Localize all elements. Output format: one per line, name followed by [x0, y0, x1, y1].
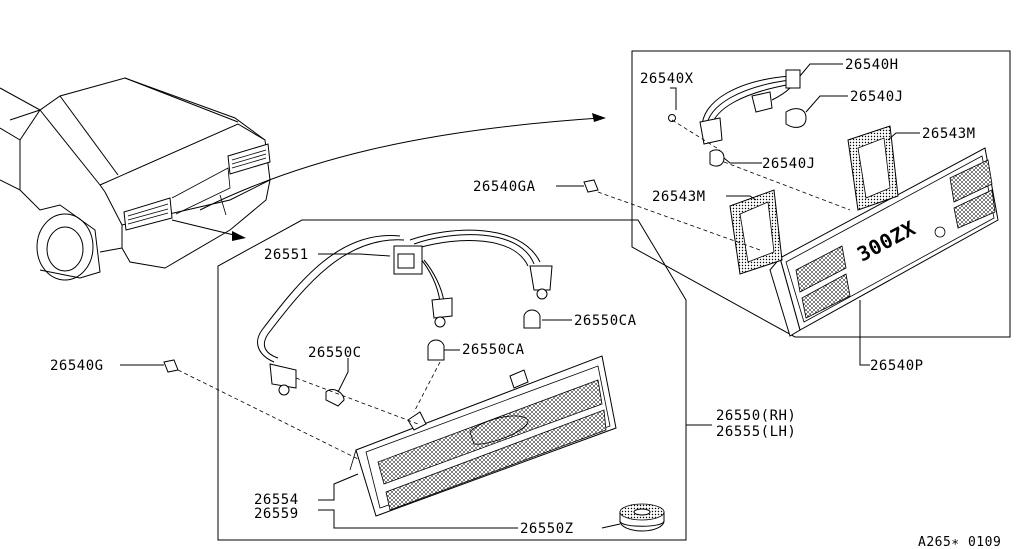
finisher-assembly-box [631, 50, 1011, 338]
callout-26554: 26554 [254, 492, 299, 508]
harness-upper [668, 69, 807, 167]
clip-26540ga [583, 179, 599, 193]
gasket-upper [847, 125, 899, 211]
callout-26555-lh: 26555(LH) [716, 424, 796, 440]
callout-26550ca-middle: 26550CA [462, 342, 525, 358]
car-rear-illustration [0, 77, 271, 281]
callout-26543m-lower: 26543M [652, 189, 706, 205]
packing-26550z [619, 503, 665, 532]
callout-26540p: 26540P [870, 358, 924, 374]
gasket-lower [729, 189, 783, 275]
callout-26559: 26559 [254, 506, 299, 522]
callout-26550c: 26550C [308, 345, 362, 361]
tail-lamp-body [349, 355, 617, 517]
callout-26550ca-right: 26550CA [574, 313, 637, 329]
callout-26550z: 26550Z [520, 521, 574, 537]
callout-26543m-upper: 26543M [922, 126, 976, 142]
callout-26540j-top: 26540J [850, 89, 904, 105]
callout-26540g: 26540G [50, 358, 104, 374]
pointer-arrows [171, 113, 606, 241]
callout-26540ga: 26540GA [473, 179, 536, 195]
callout-26540j-bottom: 26540J [762, 156, 816, 172]
assembly-lines [177, 119, 851, 461]
bulbs-lower [325, 309, 541, 407]
callout-26550-rh: 26550(RH) [716, 408, 796, 424]
combination-lamp-box [217, 219, 687, 541]
leader-lines [120, 63, 920, 529]
callout-26540x: 26540X [640, 71, 694, 87]
figure-id: A265∗ 0109 [918, 535, 1001, 549]
harness-lower [257, 229, 553, 396]
clip-26540g [163, 359, 179, 373]
callout-26551: 26551 [264, 247, 309, 263]
callout-26540h: 26540H [845, 57, 899, 73]
